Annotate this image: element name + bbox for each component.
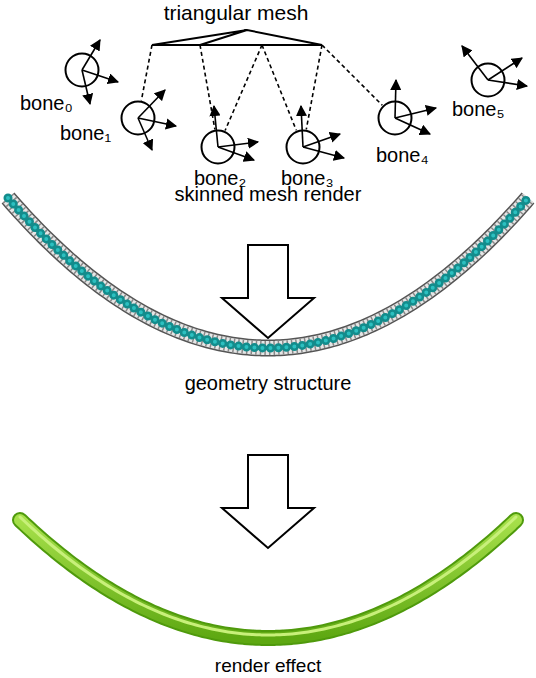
dashed-connector bbox=[322, 45, 382, 105]
dashed-connector bbox=[141, 45, 152, 100]
caption-label: render effect bbox=[215, 654, 321, 677]
hollow-arrow bbox=[222, 245, 314, 338]
bone-label: bone₁ bbox=[60, 122, 111, 145]
render-tube-edge bbox=[20, 520, 516, 638]
geometry-tube-outline bbox=[8, 198, 528, 348]
bone-circle bbox=[377, 100, 413, 136]
axis-arrow bbox=[303, 147, 344, 158]
bone-node: bone₅ bbox=[470, 62, 506, 98]
bone-circle-outline bbox=[122, 102, 155, 135]
axis-arrow bbox=[303, 134, 340, 147]
bone-circle bbox=[64, 52, 100, 88]
axis-arrow bbox=[214, 106, 218, 147]
mesh-triangles bbox=[152, 30, 322, 45]
bone-label: bone₄ bbox=[376, 144, 429, 167]
axis-arrow bbox=[488, 80, 527, 86]
bone-node: bone₁ bbox=[120, 100, 156, 136]
bone-node: bone₄ bbox=[377, 100, 413, 136]
dashed-connector bbox=[225, 45, 262, 130]
mesh-node: triangular mesh bbox=[148, 2, 324, 45]
bone-node: bone₂ bbox=[200, 129, 236, 165]
bone-label: bone₅ bbox=[452, 98, 505, 121]
axis-arrow bbox=[301, 106, 303, 147]
render-tube bbox=[20, 520, 516, 638]
hollow-arrow bbox=[222, 455, 314, 548]
axis-arrow bbox=[82, 70, 118, 82]
bone-circle bbox=[120, 100, 156, 136]
bone-circle-outline bbox=[472, 64, 505, 97]
bone-circle-outline bbox=[379, 102, 412, 135]
bone-circle bbox=[470, 62, 506, 98]
bone-node: bone₃ bbox=[285, 129, 321, 165]
axis-arrow bbox=[395, 108, 436, 118]
bone-circle bbox=[285, 129, 321, 165]
dashed-connector bbox=[306, 45, 322, 129]
mesh-title: triangular mesh bbox=[164, 1, 309, 24]
geometry-bead-highlight bbox=[8, 198, 528, 348]
axis-arrow bbox=[218, 142, 258, 147]
dashed-connector bbox=[262, 45, 296, 130]
caption-label: geometry structure bbox=[185, 372, 352, 395]
axis-arrow bbox=[395, 118, 430, 134]
axis-arrow bbox=[138, 118, 176, 126]
geometry-beads bbox=[8, 198, 528, 348]
geometry-tube-mesh bbox=[8, 198, 528, 348]
bone-circle-outline bbox=[66, 54, 99, 87]
bone-circle-outline bbox=[202, 131, 235, 164]
bone-axes bbox=[82, 40, 527, 160]
bone-circle bbox=[200, 129, 236, 165]
bone-circle-outline bbox=[287, 131, 320, 164]
geometry-tube-wire bbox=[8, 198, 528, 348]
axis-arrow bbox=[218, 147, 254, 160]
axis-arrow bbox=[395, 80, 396, 118]
bone-node: bone₀ bbox=[64, 52, 100, 88]
bone-label: bone₀ bbox=[20, 92, 73, 115]
render-tube-highlight bbox=[20, 517, 516, 635]
caption-label: skinned mesh render bbox=[175, 183, 362, 206]
mesh-lines bbox=[152, 30, 322, 45]
dashed-connector bbox=[200, 45, 215, 129]
